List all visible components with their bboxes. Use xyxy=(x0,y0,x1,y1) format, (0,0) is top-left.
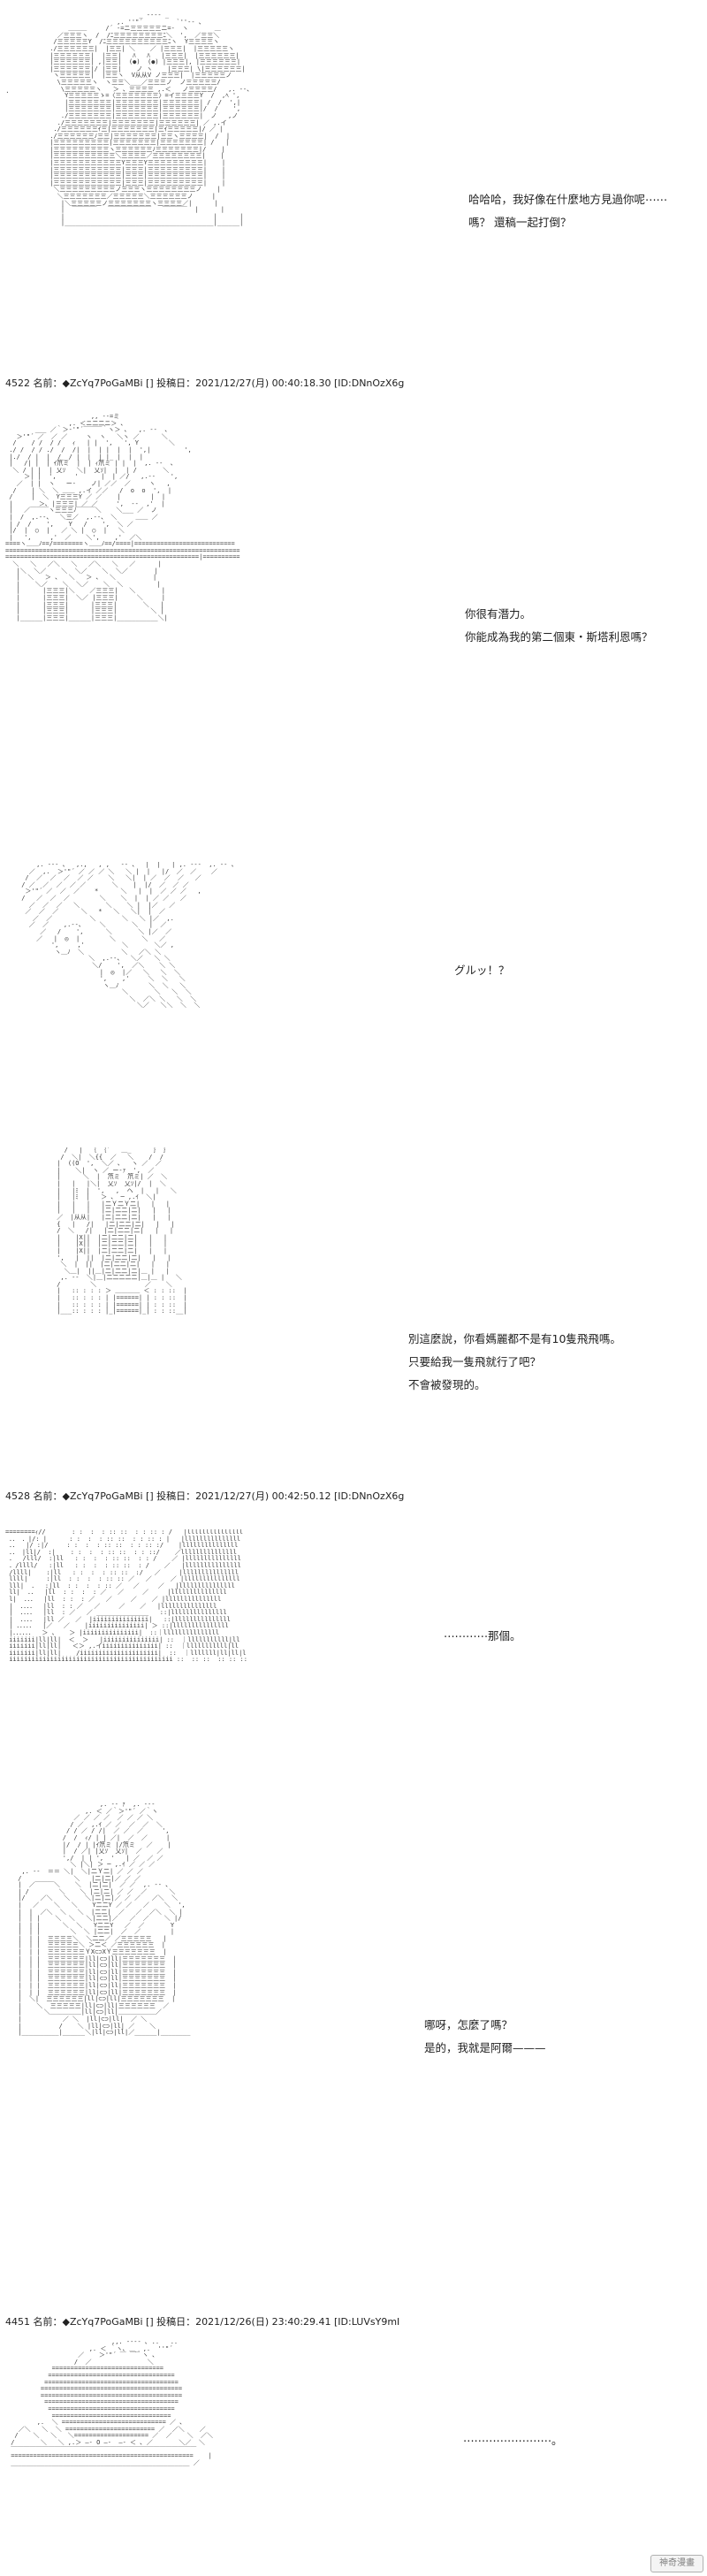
dialogue-line: 別這麼說，你看媽麗都不是有10隻飛飛嗎。 xyxy=(408,1332,621,1345)
panel-5: ========ｨ// : : : : :: :: : : :: : / |ll… xyxy=(0,1512,707,1759)
dialogue-line: 不會被發現的。 xyxy=(408,1378,486,1391)
panel-1: . _ ‐‐‐‐ _ ,. ''"´ `''‐- 、 ＿＿＿ /´ ‐=ニ三三三… xyxy=(0,0,707,371)
post-header: 4522 名前：◆ZcYq7PoGaMBi [] 投稿日：2021/12/27(… xyxy=(5,377,405,389)
dialogue-panel-4: 別這麼說，你看媽麗都不是有10隻飛飛嗎。 只要給我一隻飛就行了吧？ 不會被發現的… xyxy=(408,1328,621,1397)
post-header: 4528 名前：◆ZcYq7PoGaMBi [] 投稿日：2021/12/27(… xyxy=(5,1490,405,1502)
panel-3: ,. -‐- 、 ,., , , ‐- 、 | | | ,. -‐- ,. ‐-… xyxy=(0,844,707,1101)
dialogue-line: 是的，我就是阿爾——— xyxy=(424,2041,546,2054)
ascii-art-4: / | ｛ ｛` ＿_ ｝ ｝ / ＼| ＼{{ ／ ＼ / / | ((O '… xyxy=(57,1147,187,1315)
ascii-art-2: ,, -‐=ミ ,. ＜ニ二二ニ＞ ､ ___ ／｀＞‐'"´￣￣￣｀ヽ＞ ､ … xyxy=(5,414,240,621)
ascii-art-6: ,. -‐ ｧ ,. -‐- ,. ＜ ／｀＞'"´ ／｀ヽ ／ ／ ／ ／ ／… xyxy=(18,1802,191,2037)
dialogue-line: ⋯⋯⋯⋯⋯⋯⋯⋯。 xyxy=(463,2434,563,2447)
margin-mark: . xyxy=(5,87,10,95)
dialogue-panel-3: グルッ！？ xyxy=(454,959,510,982)
ascii-art-3: ,. -‐- 、 ,., , , ‐- 、 | | | ,. -‐- ,. ‐-… xyxy=(21,862,238,1010)
dialogue-panel-5: ⋯⋯⋯⋯那個。 xyxy=(444,1625,521,1648)
dialogue-panel-2: 你很有潛力。 你能成為我的第二個東・斯塔利恩嗎？ xyxy=(465,603,653,649)
ascii-art-1: _ ‐‐‐‐ _ ,. ''"´ `''‐- 、 ＿＿＿ /´ ‐=ニ三三三三三… xyxy=(49,12,254,227)
panel-7: ,,. -‐‐‐ ､ .. .. ,. ＜ ｀ヽ､ ＿_ ,. ''"´ ／ ＞… xyxy=(0,2334,707,2576)
dialogue-line: 只要給我一隻飛就行了吧？ xyxy=(408,1355,542,1368)
dialogue-line: 哈哈哈，我好像在什麼地方見過你呢⋯⋯ xyxy=(468,193,668,206)
dialogue-line: 嗎？ 還稿一起打倒？ xyxy=(468,216,572,229)
ascii-art-5: ========ｨ// : : : : :: :: : : :: : / |ll… xyxy=(5,1529,247,1664)
panel-2: ,, -‐=ミ ,. ＜ニ二二ニ＞ ､ ___ ／｀＞‐'"´￣￣￣｀ヽ＞ ､ … xyxy=(0,398,707,822)
dialogue-line: ⋯⋯⋯⋯那個。 xyxy=(444,1629,521,1642)
dialogue-line: 你很有潛力。 xyxy=(465,607,532,621)
dialogue-panel-1: 哈哈哈，我好像在什麼地方見過你呢⋯⋯ 嗎？ 還稿一起打倒？ xyxy=(468,188,667,234)
watermark-logo: 神奇漫畫 xyxy=(650,2555,703,2572)
dialogue-line: 哪呀，怎麼了嗎？ xyxy=(424,2018,513,2031)
dialogue-line: グルッ！？ xyxy=(454,964,510,977)
ascii-art-7: ,,. -‐‐‐ ､ .. .. ,. ＜ ｀ヽ､ ＿_ ,. ''"´ ／ ＞… xyxy=(11,2339,214,2466)
panel-6: ,. -‐ ｧ ,. -‐- ,. ＜ ／｀＞'"´ ／｀ヽ ／ ／ ／ ／ ／… xyxy=(0,1795,707,2298)
dialogue-line: 你能成為我的第二個東・斯塔利恩嗎？ xyxy=(465,630,653,644)
dialogue-panel-7: ⋯⋯⋯⋯⋯⋯⋯⋯。 xyxy=(463,2429,563,2452)
dialogue-panel-6: 哪呀，怎麼了嗎？ 是的，我就是阿爾——— xyxy=(424,2014,546,2060)
post-header: 4451 名前：◆ZcYq7PoGaMBi [] 投稿日：2021/12/26(… xyxy=(5,2316,400,2328)
panel-4: / | ｛ ｛` ＿_ ｝ ｝ / ＼| ＼{{ ／ ＼ / / | ((O '… xyxy=(0,1132,707,1485)
